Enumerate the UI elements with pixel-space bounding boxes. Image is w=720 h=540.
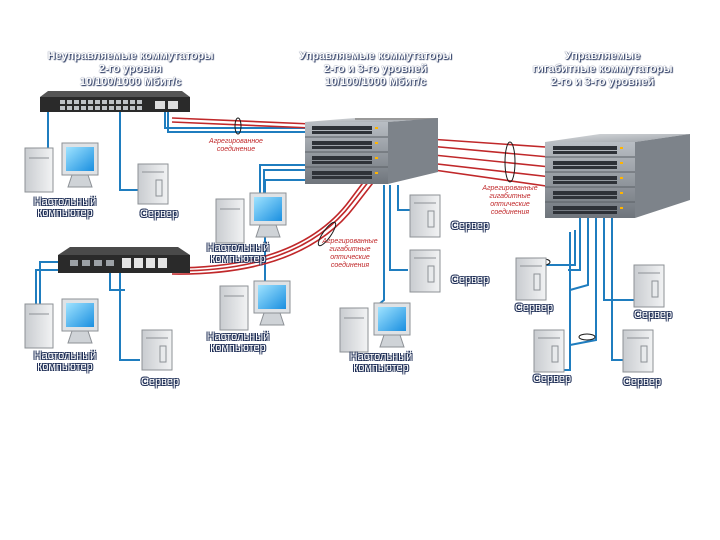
aggregated-gigabit-center-line-4: соединения — [330, 262, 370, 269]
header-unmanaged: Неуправляемые коммутаторы 2-го уровня 10… — [28, 50, 233, 89]
server-label-6-text: Сервер — [633, 309, 673, 321]
aggregated-gigabit-center-line-2: гигабитные — [329, 246, 371, 253]
unmanaged-switch-top — [40, 91, 190, 112]
desktop-label-1-line-2: компьютер — [37, 207, 93, 219]
aggregated-gigabit-right-line-1: Агрегированные — [482, 185, 538, 192]
gigabit-switch-stack — [545, 134, 690, 218]
desktop-label-1-line-1: Настольный — [33, 196, 97, 208]
server-label-1: Сервер — [134, 209, 184, 220]
server-label-1-text: Сервер — [139, 208, 179, 220]
header-unmanaged-line-1: Неуправляемые коммутаторы — [47, 50, 214, 62]
server-1 — [137, 163, 169, 205]
aggregated-gigabit-label-center: Агрегированные гигабитные оптические сое… — [310, 238, 390, 270]
desktop-label-3: Настольный компьютер — [195, 332, 281, 354]
desktop-label-3-line-1: Настольный — [206, 331, 270, 343]
desktop-label-2-line-1: Настольный — [206, 242, 270, 254]
server-label-8-text: Сервер — [622, 376, 662, 388]
desktop-label-4: Настольный компьютер — [22, 351, 108, 373]
aggregated-link-label-line-2: соединение — [216, 146, 256, 153]
server-label-4: Сервер — [445, 275, 495, 286]
server-label-4-text: Сервер — [450, 274, 490, 286]
aggregated-gigabit-center-line-1: Агрегированные — [322, 238, 378, 245]
unmanaged-switch-bottom — [58, 247, 190, 273]
aggregated-link-label: Агрегированное соединение — [196, 138, 276, 154]
aggregated-gigabit-right-line-2: гигабитные — [489, 193, 531, 200]
server-label-7: Сервер — [527, 374, 577, 385]
header-unmanaged-line-2: 2-го уровня — [98, 63, 163, 75]
header-unmanaged-line-3: 10/100/1000 Мбит/с — [79, 76, 182, 88]
server-label-2: Сервер — [135, 377, 185, 388]
aggregated-gigabit-right-line-3: оптические — [490, 201, 530, 208]
desktop-computer-1 — [24, 142, 99, 193]
header-managed-line-2: 2-го и 3-го уровней — [323, 63, 428, 75]
server-3 — [409, 194, 441, 238]
desktop-computer-4 — [24, 298, 99, 349]
server-label-8: Сервер — [617, 377, 667, 388]
server-label-7-text: Сервер — [532, 373, 572, 385]
managed-switch-stack — [305, 118, 438, 184]
desktop-label-3-line-2: компьютер — [210, 342, 266, 354]
header-managed-line-1: Управляемые коммутаторы — [299, 50, 452, 62]
server-label-3: Сервер — [445, 221, 495, 232]
aggregated-gigabit-label-right: Агрегированные гигабитные оптические сое… — [470, 185, 550, 217]
header-gigabit: Управляемые гигабитные коммутаторы 2-го … — [515, 50, 690, 89]
desktop-label-2-line-2: компьютер — [210, 253, 266, 265]
header-gigabit-line-2: гигабитные коммутаторы — [532, 63, 673, 75]
server-label-5: Сервер — [509, 303, 559, 314]
server-8 — [622, 329, 654, 373]
desktop-label-5: Настольный компьютер — [338, 352, 424, 374]
server-4 — [409, 249, 441, 293]
desktop-label-5-line-1: Настольный — [349, 351, 413, 363]
server-2 — [141, 329, 173, 371]
aggregated-gigabit-right-line-4: соединения — [490, 209, 530, 216]
aggregation-ellipses — [234, 117, 596, 341]
aggregated-link-label-line-1: Агрегированное — [209, 138, 263, 145]
desktop-label-4-line-1: Настольный — [33, 350, 97, 362]
desktop-computer-2 — [215, 192, 287, 244]
desktop-computer-5 — [339, 302, 411, 353]
server-5 — [515, 257, 547, 301]
server-label-2-text: Сервер — [140, 376, 180, 388]
server-label-5-text: Сервер — [514, 302, 554, 314]
desktop-label-4-line-2: компьютер — [37, 361, 93, 373]
header-gigabit-line-1: Управляемые — [564, 50, 641, 62]
desktop-computer-3 — [219, 280, 291, 331]
desktop-label-2: Настольный компьютер — [195, 243, 281, 265]
server-7 — [533, 329, 565, 373]
desktop-label-1: Настольный компьютер — [22, 197, 108, 219]
header-managed-line-3: 10/100/1000 Мбит/с — [324, 76, 427, 88]
header-gigabit-line-3: 2-го и 3-го уровней — [550, 76, 655, 88]
desktop-label-5-line-2: компьютер — [353, 362, 409, 374]
aggregated-gigabit-center-line-3: оптические — [330, 254, 370, 261]
server-6 — [633, 264, 665, 308]
header-managed: Управляемые коммутаторы 2-го и 3-го уров… — [278, 50, 473, 89]
server-label-3-text: Сервер — [450, 220, 490, 232]
server-label-6: Сервер — [628, 310, 678, 321]
